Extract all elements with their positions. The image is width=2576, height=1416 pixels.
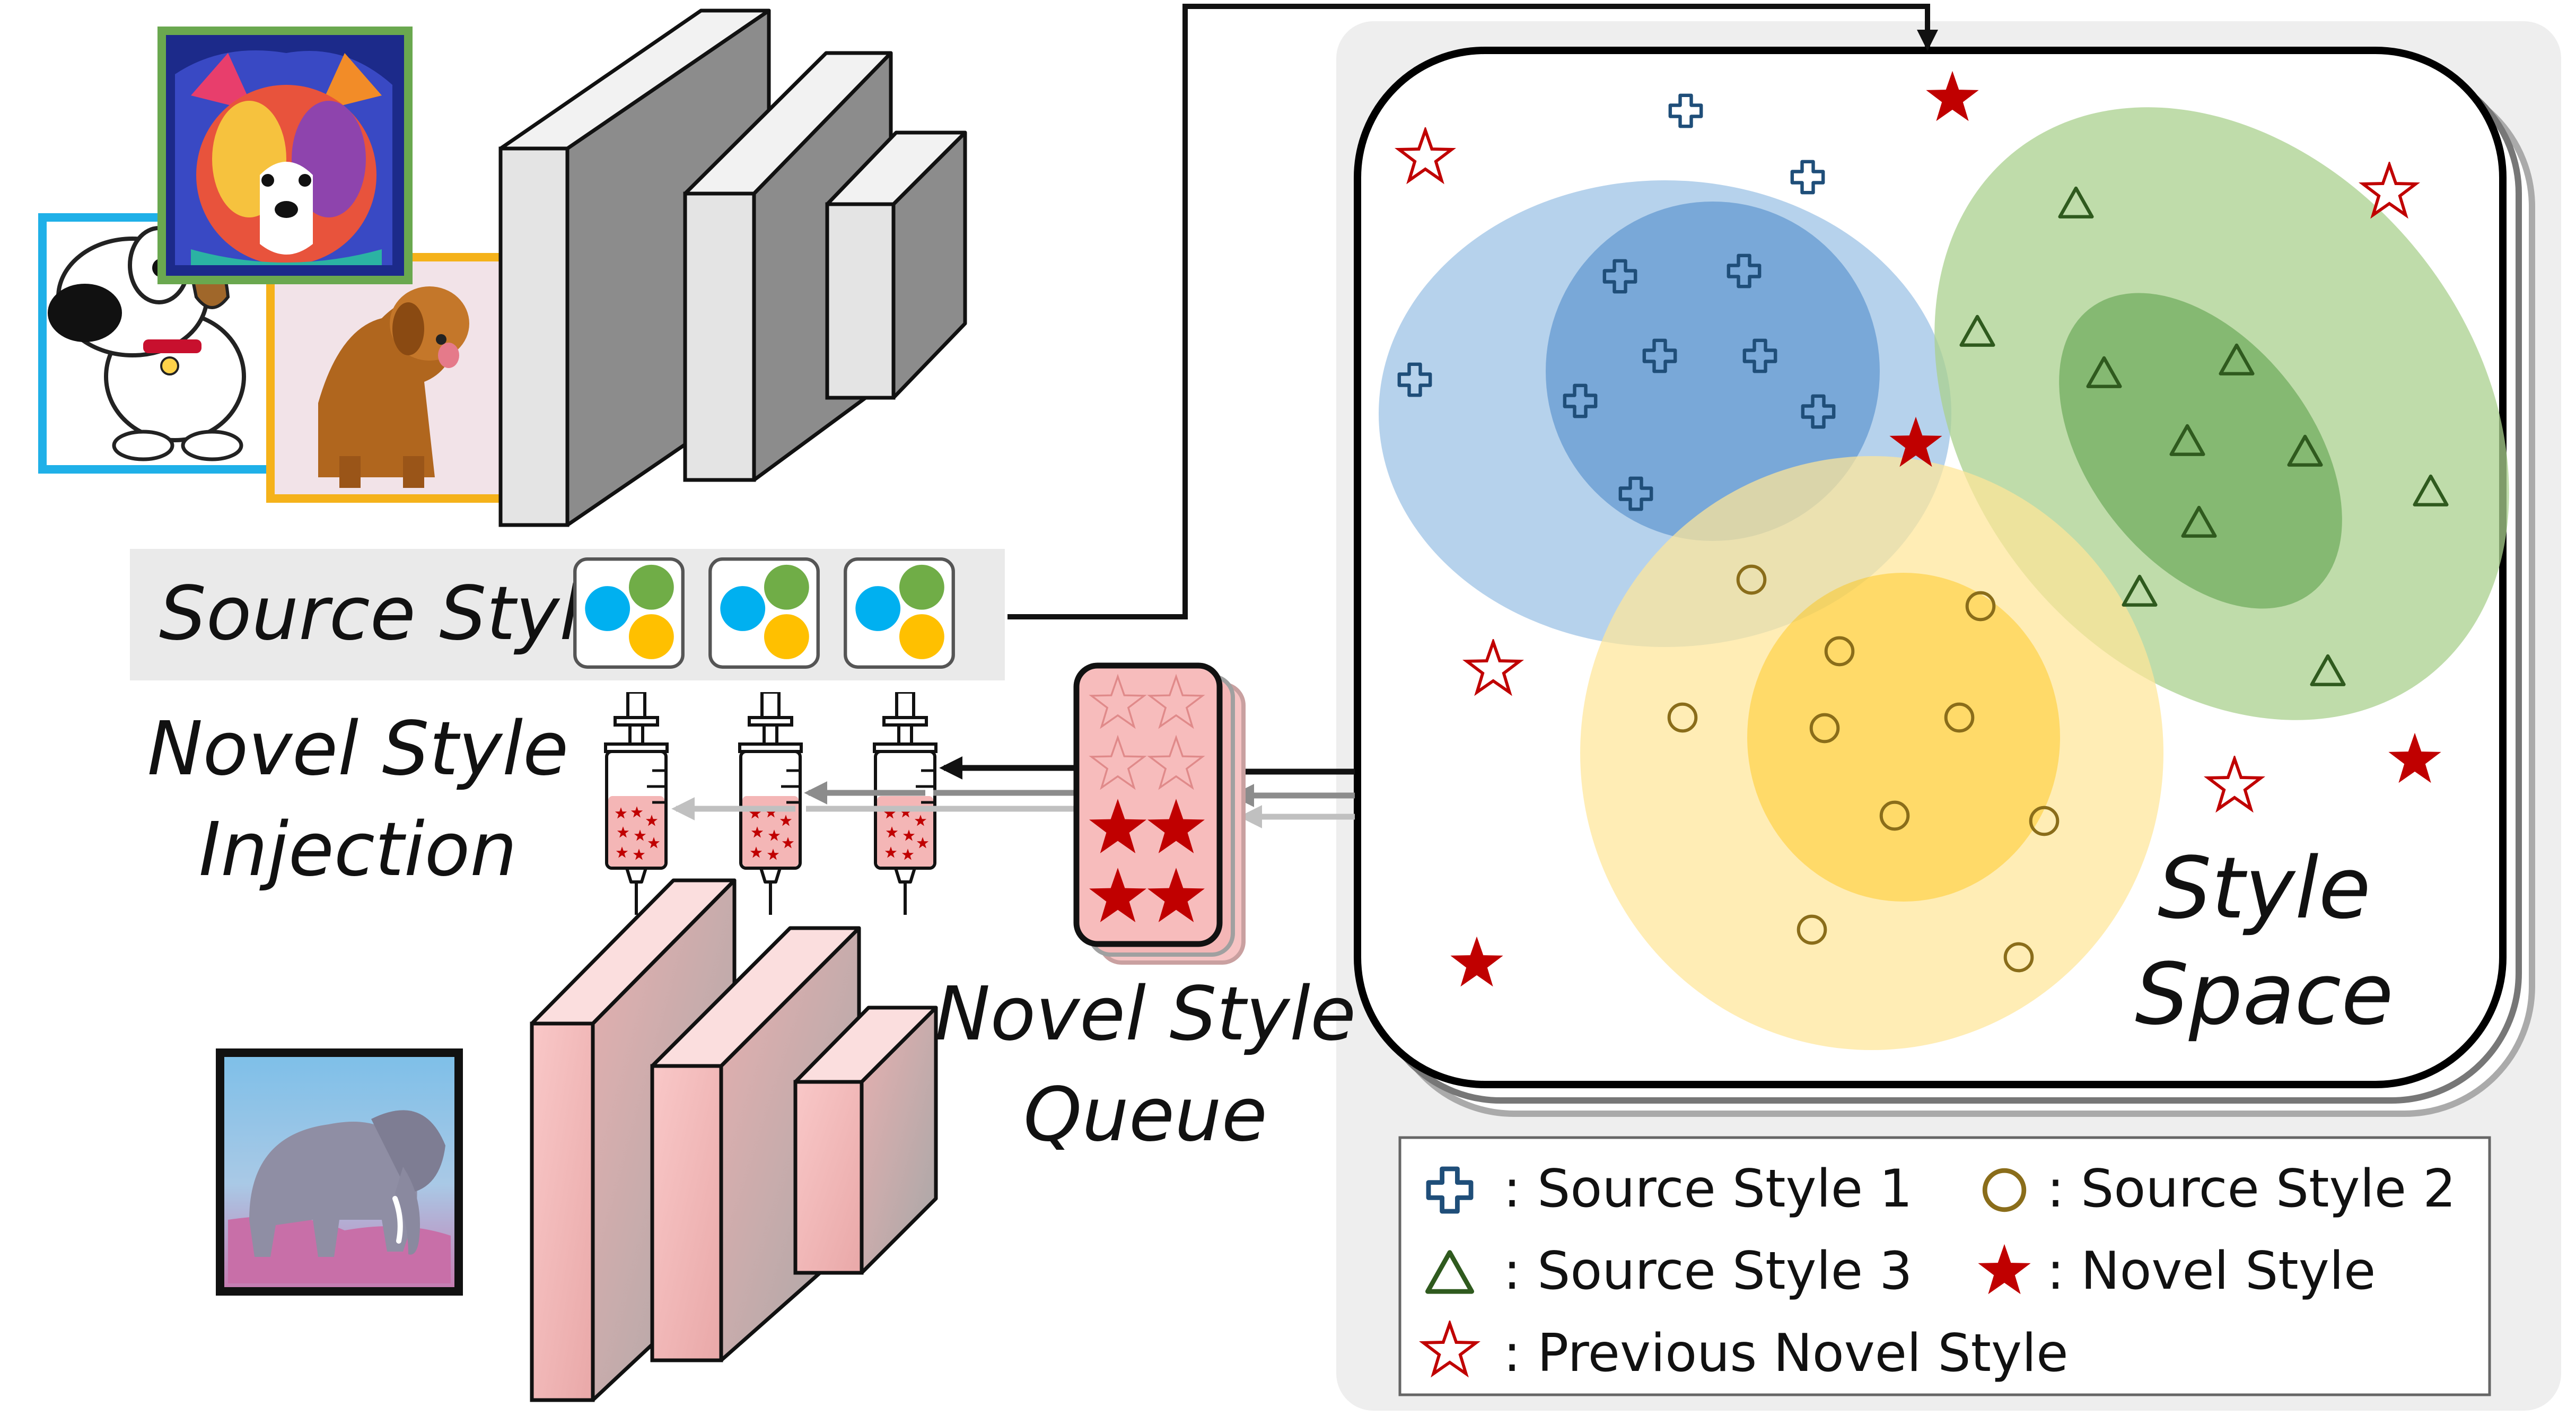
style-space-label-line2: Space [2135, 945, 2394, 1044]
novel-style-queue-line2: Queue [1023, 1072, 1267, 1158]
novel-style-queue-line1: Novel Style [935, 971, 1356, 1057]
source-feature-extractor [498, 8, 967, 527]
novel-style-queue [1073, 662, 1246, 965]
legend-previous-novel-style: : Previous Novel Style [1503, 1323, 2069, 1384]
syringe-icon-3 [874, 692, 936, 915]
legend-source-style-1: : Source Style 1 [1503, 1159, 1913, 1219]
novel-style-injection-line2: Injection [199, 807, 517, 893]
source-style-2-region [1580, 456, 2163, 1050]
source-style-icon-1 [575, 559, 683, 667]
legend-novel-style: : Novel Style [2047, 1241, 2376, 1301]
style-space-label-line1: Style [2158, 838, 2371, 938]
legend: : Source Style 1 : Source Style 2 : Sour… [1398, 1136, 2491, 1396]
source-style-label: Source Style [159, 571, 626, 657]
legend-box [1398, 1136, 2491, 1396]
pink-elephant-photo [216, 1048, 463, 1296]
novel-style-injection-line1: Novel Style [147, 706, 568, 792]
source-style-icon-3 [845, 559, 953, 667]
novel-style-feature-extractor [530, 878, 938, 1402]
source-style-to-style-space-arrow [1007, 4, 1938, 619]
source-style-icon-2 [710, 559, 818, 667]
syringe-icon-2 [740, 692, 801, 915]
syringe-icon-1 [606, 692, 667, 915]
legend-source-style-3: : Source Style 3 [1503, 1241, 1913, 1301]
golden-retriever-photo [266, 253, 519, 503]
legend-source-style-2: : Source Style 2 [2047, 1159, 2456, 1219]
painted-dog-image [157, 27, 413, 284]
